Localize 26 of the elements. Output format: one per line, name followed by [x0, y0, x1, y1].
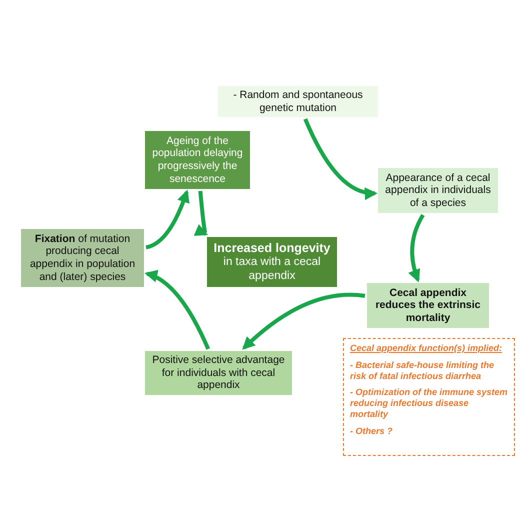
note-heading: Cecal appendix function(s) implied: [350, 343, 502, 354]
start-box [218, 86, 378, 117]
node-text: - Random and spontaneous genetic mutation [232, 88, 364, 114]
outcome-box [207, 237, 337, 287]
node-text: Appearance of a cecal appendix in individuals of a species [384, 172, 492, 210]
node-text: Increased longevity [214, 240, 330, 256]
process-box [378, 168, 498, 213]
arrow [242, 292, 366, 350]
note-item: - Bacterial safe-house limiting the risk of fatal infectious diarrhea [350, 360, 496, 382]
note-box [343, 338, 515, 456]
process-box [367, 283, 489, 328]
arrow [408, 214, 425, 282]
arrow [146, 190, 190, 250]
arrow [194, 190, 208, 236]
note-item: - Optimization of the immune system reducing infectious disease mortality [350, 387, 508, 420]
process-box [145, 351, 292, 395]
process-box [21, 229, 144, 287]
node-text: Fixation of mutation producing cecal appendix in population and (later) species [28, 232, 136, 284]
note-item: - Others ? [350, 426, 393, 437]
process-box [145, 131, 250, 189]
node-text: Cecal appendix reduces the extrinsic mortality [374, 286, 482, 324]
arrow [144, 270, 210, 350]
node-text: in taxa with a cecal appendix [222, 256, 322, 284]
arrow [303, 118, 378, 200]
node-text: Ageing of the population delaying progressively the senescence [151, 134, 244, 186]
node-text: Positive selective advantage for individuals with cecal appendix [151, 354, 286, 392]
